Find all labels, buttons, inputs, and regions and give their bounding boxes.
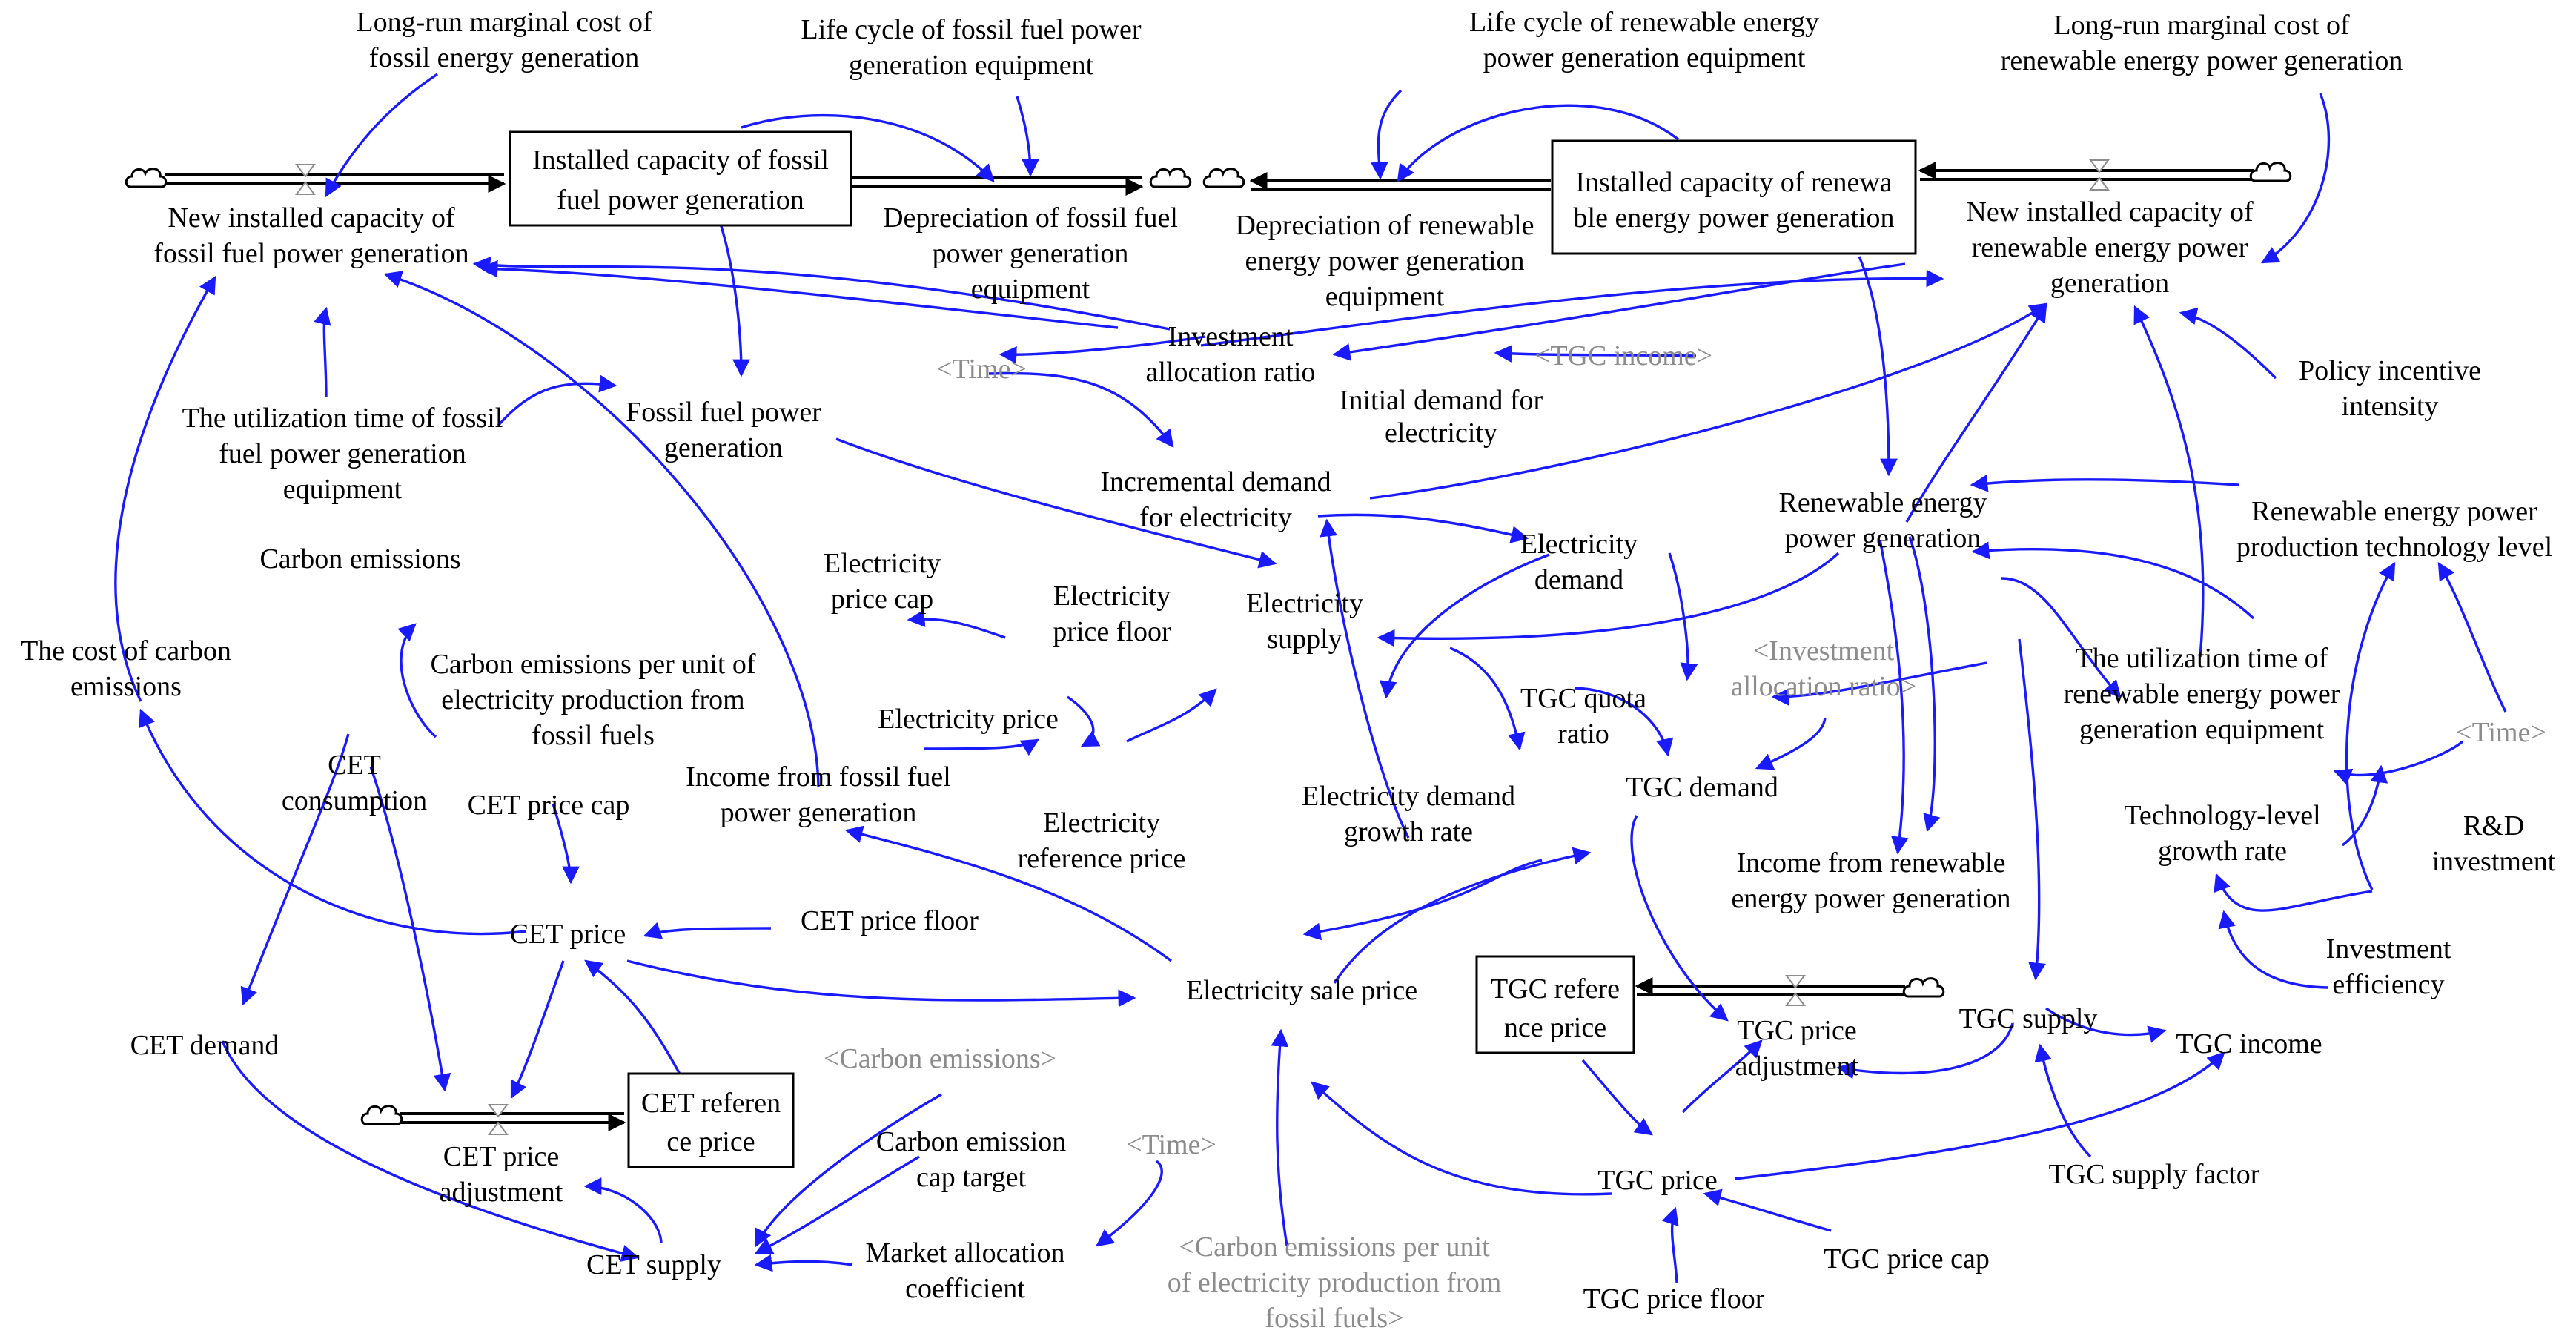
shadow-time: <Time> bbox=[1126, 1129, 1216, 1160]
label-tgc-demand: TGC demand bbox=[1626, 772, 1778, 803]
label-tgc-supply-factor: TGC supply factor bbox=[2049, 1159, 2260, 1190]
label-cet-demand: CET demand bbox=[130, 1030, 279, 1061]
stock-label-line: Installed capacity of renewa bbox=[1575, 167, 1892, 198]
stock-tgc-reference-price: TGC refere nce price bbox=[1475, 955, 1635, 1054]
stock-label-line: fuel power generation bbox=[557, 185, 804, 216]
flow-dep-renewable bbox=[1202, 168, 1551, 191]
label-tgc-price: TGC price bbox=[1597, 1165, 1717, 1196]
flow-dep-fossil bbox=[850, 168, 1192, 196]
label-tgc-supply: TGC supply bbox=[1959, 1003, 2098, 1034]
valve-icon bbox=[488, 1104, 509, 1135]
valve-icon bbox=[1785, 975, 1806, 1006]
flow-tgc-price-adjustment bbox=[1635, 975, 1945, 1006]
label-tgc-price-floor: TGC price floor bbox=[1583, 1283, 1765, 1315]
flow-new-renewable bbox=[1918, 159, 2292, 191]
label-electricity-price: Electricity price bbox=[878, 704, 1059, 735]
causal-links bbox=[114, 73, 2507, 1283]
valve-icon bbox=[2089, 159, 2110, 191]
stock-cet-reference-price: CET referen ce price bbox=[627, 1072, 795, 1168]
shadow-tgc-income: <TGC income> bbox=[1534, 340, 1712, 371]
stock-label-line: CET referen bbox=[641, 1088, 781, 1119]
flow-cet-price-adjustment bbox=[360, 1104, 626, 1135]
shadow-time: <Time> bbox=[2456, 717, 2546, 748]
label-tgc-price-cap: TGC price cap bbox=[1824, 1243, 1990, 1274]
sink-cloud-icon bbox=[1149, 168, 1192, 188]
shadow-carbon-emissions: <Carbon emissions> bbox=[824, 1043, 1056, 1074]
source-cloud-icon bbox=[125, 168, 168, 188]
label-cet-price-cap: CET price cap bbox=[468, 790, 630, 821]
sink-cloud-icon bbox=[1202, 168, 1245, 188]
source-cloud-icon bbox=[2249, 162, 2292, 182]
label-tgc-income: TGC income bbox=[2176, 1028, 2322, 1059]
source-cloud-icon bbox=[360, 1105, 403, 1125]
valve-icon bbox=[295, 164, 316, 195]
label-cet-price-floor: CET price floor bbox=[801, 905, 979, 936]
source-cloud-icon bbox=[1902, 977, 1945, 998]
stock-label-line: Installed capacity of fossil bbox=[532, 145, 829, 176]
stock-fossil-capacity: Installed capacity of fossil fuel power … bbox=[509, 130, 852, 227]
label-cet-supply: CET supply bbox=[586, 1249, 721, 1280]
label-electricity-sale-price: Electricity sale price bbox=[1186, 975, 1417, 1006]
label-carbon-emissions: Carbon emissions bbox=[259, 543, 460, 575]
shadow-time: <Time> bbox=[936, 354, 1027, 385]
stock-label-line: nce price bbox=[1504, 1012, 1606, 1043]
stock-label-line: TGC refere bbox=[1491, 973, 1620, 1005]
flow-new-fossil bbox=[125, 164, 506, 195]
label-cet-price: CET price bbox=[510, 919, 626, 950]
stock-label-line: ble energy power generation bbox=[1574, 202, 1895, 234]
stock-label-line: ce price bbox=[666, 1126, 755, 1157]
stock-renewable-capacity: Installed capacity of renewa ble energy … bbox=[1551, 139, 1917, 255]
